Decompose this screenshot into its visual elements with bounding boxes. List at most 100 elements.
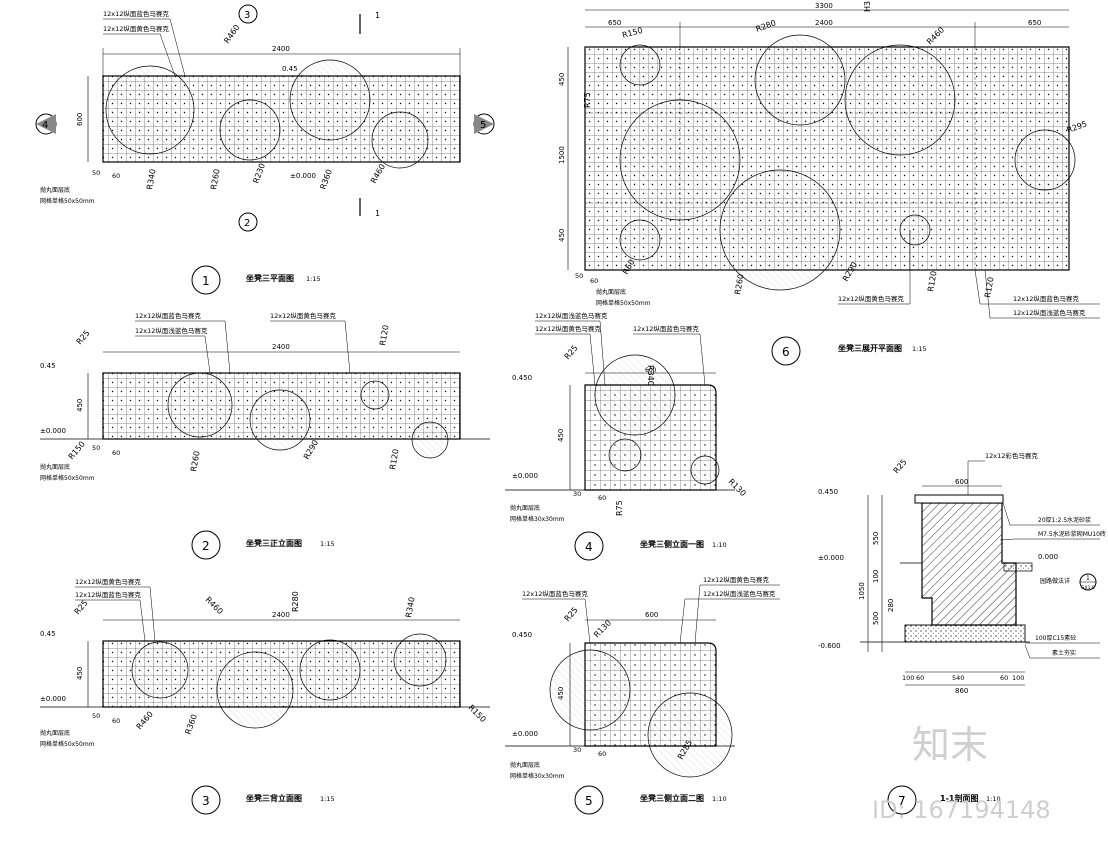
watermark-brand: 知末: [912, 723, 988, 767]
v7-number-circle: [887, 785, 917, 815]
v1-number: 1: [202, 274, 210, 288]
v6-r260: R260: [733, 273, 745, 295]
v6-r460: R460: [925, 25, 946, 46]
v7-elev-045: 0.450: [818, 488, 838, 496]
v7-dim-60b: 60: [1000, 674, 1008, 682]
v1-r460b: R460: [369, 162, 387, 185]
v4-dim-60: 60: [598, 494, 606, 502]
v1-grid-note1: 抛丸面层底: [40, 186, 70, 194]
v3-scale: 1:15: [320, 795, 335, 803]
v1-r360: R360: [318, 168, 334, 191]
v7-dim-860: 860: [955, 687, 968, 695]
v2-r25: R25: [75, 328, 92, 346]
v6-h3: H3: [863, 1, 872, 12]
section-marker-bottom: 2: [238, 212, 258, 232]
v1-elev-000: ±0.000: [290, 172, 316, 180]
v7-dim-60a: 60: [916, 674, 924, 682]
v6-dim-650b: 650: [1028, 19, 1041, 27]
v1-cut-bottom: 1: [375, 209, 380, 218]
svg-text:5: 5: [480, 120, 486, 131]
v7-elev-000b: 0.000: [1038, 553, 1058, 561]
v7-note-concrete: 100厚C15素砼: [1035, 634, 1076, 642]
svg-text:3: 3: [244, 10, 250, 21]
section-footing: [904, 624, 1026, 643]
v6-grid-note1: 抛丸面层底: [596, 288, 626, 296]
v1-note-blue: 12x12纵面蓝色马赛克: [103, 9, 169, 18]
v4-elev-000: ±0.000: [512, 472, 538, 480]
v1-r340: R340: [145, 168, 157, 190]
v3-title: 坐凳三背立面图: [246, 793, 302, 803]
v4-r340: R340: [646, 365, 655, 386]
v6-dim-50: 50: [575, 272, 583, 280]
v7-dim-500: 500: [872, 612, 880, 625]
v6-dim-1500: 1500: [558, 146, 566, 164]
v4-r75: R75: [615, 500, 624, 516]
v2-note-blue: 12x12纵面蓝色马赛克: [135, 311, 201, 320]
v4-dim-30: 30: [573, 490, 581, 498]
v4-scale: 1:10: [712, 541, 727, 549]
v3-r340: R340: [404, 596, 416, 618]
v3-note-yellow: 12x12纵面黄色马赛克: [75, 577, 141, 586]
v4-note-yellow: 12x12纵面黄色马赛克: [535, 324, 601, 333]
section-marker-top: 3: [238, 4, 258, 24]
v2-r260: R260: [189, 450, 201, 472]
v6-dim-450b: 450: [558, 229, 566, 242]
v5-scale: 1:10: [712, 795, 727, 803]
v1-elev-045: 0.45: [282, 65, 298, 73]
v6-note-lblue: 12x12纵面浅蓝色马赛克: [1013, 308, 1086, 317]
v6-scale: 1:15: [912, 345, 927, 353]
v2-elev-045: 0.45: [40, 362, 56, 370]
v5-dim-60: 60: [598, 750, 606, 758]
v3-dim-60: 60: [112, 717, 120, 725]
v2-dim-50: 50: [92, 444, 100, 452]
v2-note-lblue: 12x12纵面浅蓝色马赛克: [135, 326, 208, 335]
v6-dim-total: 3300: [815, 2, 833, 10]
v4-dim-600: 600: [645, 367, 657, 374]
v5-note-yellow: 12x12纵面黄色马赛克: [703, 575, 769, 584]
v4-title: 坐凳三侧立面一图: [640, 539, 704, 549]
v2-r150: R150: [67, 440, 87, 462]
v7-dim-600: 600: [955, 478, 968, 486]
v6-dim-2400: 2400: [815, 19, 833, 27]
v6-dim-650a: 650: [608, 19, 621, 27]
v4-note-lblue: 12x12纵面浅蓝色马赛克: [535, 311, 608, 320]
v2-r290: R290: [302, 438, 320, 461]
v5-number-circle: [574, 785, 604, 815]
v5-dim-450: 450: [557, 687, 565, 700]
v1-scale: 1:15: [306, 275, 321, 283]
v3-r460b: R460: [135, 710, 155, 732]
view-6-unfolded-plan: 3300 650 2400 650 450 1500 450 H3 R150 R…: [558, 1, 1100, 366]
v7-note-soil: 素土夯实: [1052, 649, 1076, 657]
v1-dim-60: 60: [112, 172, 120, 180]
v4-note-blue: 12x12纵面蓝色马赛克: [633, 324, 699, 333]
v5-note-blue: 12x12纵面蓝色马赛克: [522, 589, 588, 598]
v3-dim-50: 50: [92, 712, 100, 720]
view-3-back-elevation: 2400 450 12x12纵面黄色马赛克 12x12纵面蓝色马赛克 R25 R…: [40, 577, 490, 815]
v5-grid-note1: 抛丸面层底: [510, 761, 540, 769]
v7-note-brick: M7.5水泥砂浆砌MU10砖: [1038, 530, 1106, 538]
v3-r150: R150: [467, 703, 488, 724]
v1-note-yellow: 12x12纵面黄色马赛克: [103, 24, 169, 33]
v1-cut-top: 1: [375, 11, 380, 20]
v7-note-ground: 园路做法详: [1040, 577, 1070, 585]
view-7-section: 1050 550 100 280 500 600 100 60 540 60 1…: [818, 451, 1106, 815]
v7-note-mortar: 20厚1:2.5水泥砂浆: [1038, 516, 1091, 524]
v6-title: 坐凳三展开平面图: [838, 343, 902, 353]
v2-number-circle: [191, 530, 221, 560]
v1-title: 坐凳三平面图: [246, 273, 294, 283]
v7-dim-540: 540: [952, 674, 964, 682]
v6-number-circle: [771, 336, 801, 366]
v7-r25: R25: [892, 457, 909, 475]
v3-dim-total: 2400: [272, 611, 290, 619]
v2-scale: 1:15: [320, 540, 335, 548]
v1-dim-50: 50: [92, 169, 100, 177]
v6-number: 6: [782, 345, 790, 359]
v5-r130: R130: [592, 618, 613, 639]
v6-grid-note2: 网格单格50x50mm: [596, 299, 651, 307]
v2-number: 2: [202, 539, 210, 553]
v5-note-lblue: 12x12纵面浅蓝色马赛克: [703, 589, 776, 598]
v6-note-yellow: 12x12纵面黄色马赛克: [838, 294, 904, 303]
mosaic-circles: [105, 59, 429, 169]
v5-r25: R25: [563, 605, 580, 623]
